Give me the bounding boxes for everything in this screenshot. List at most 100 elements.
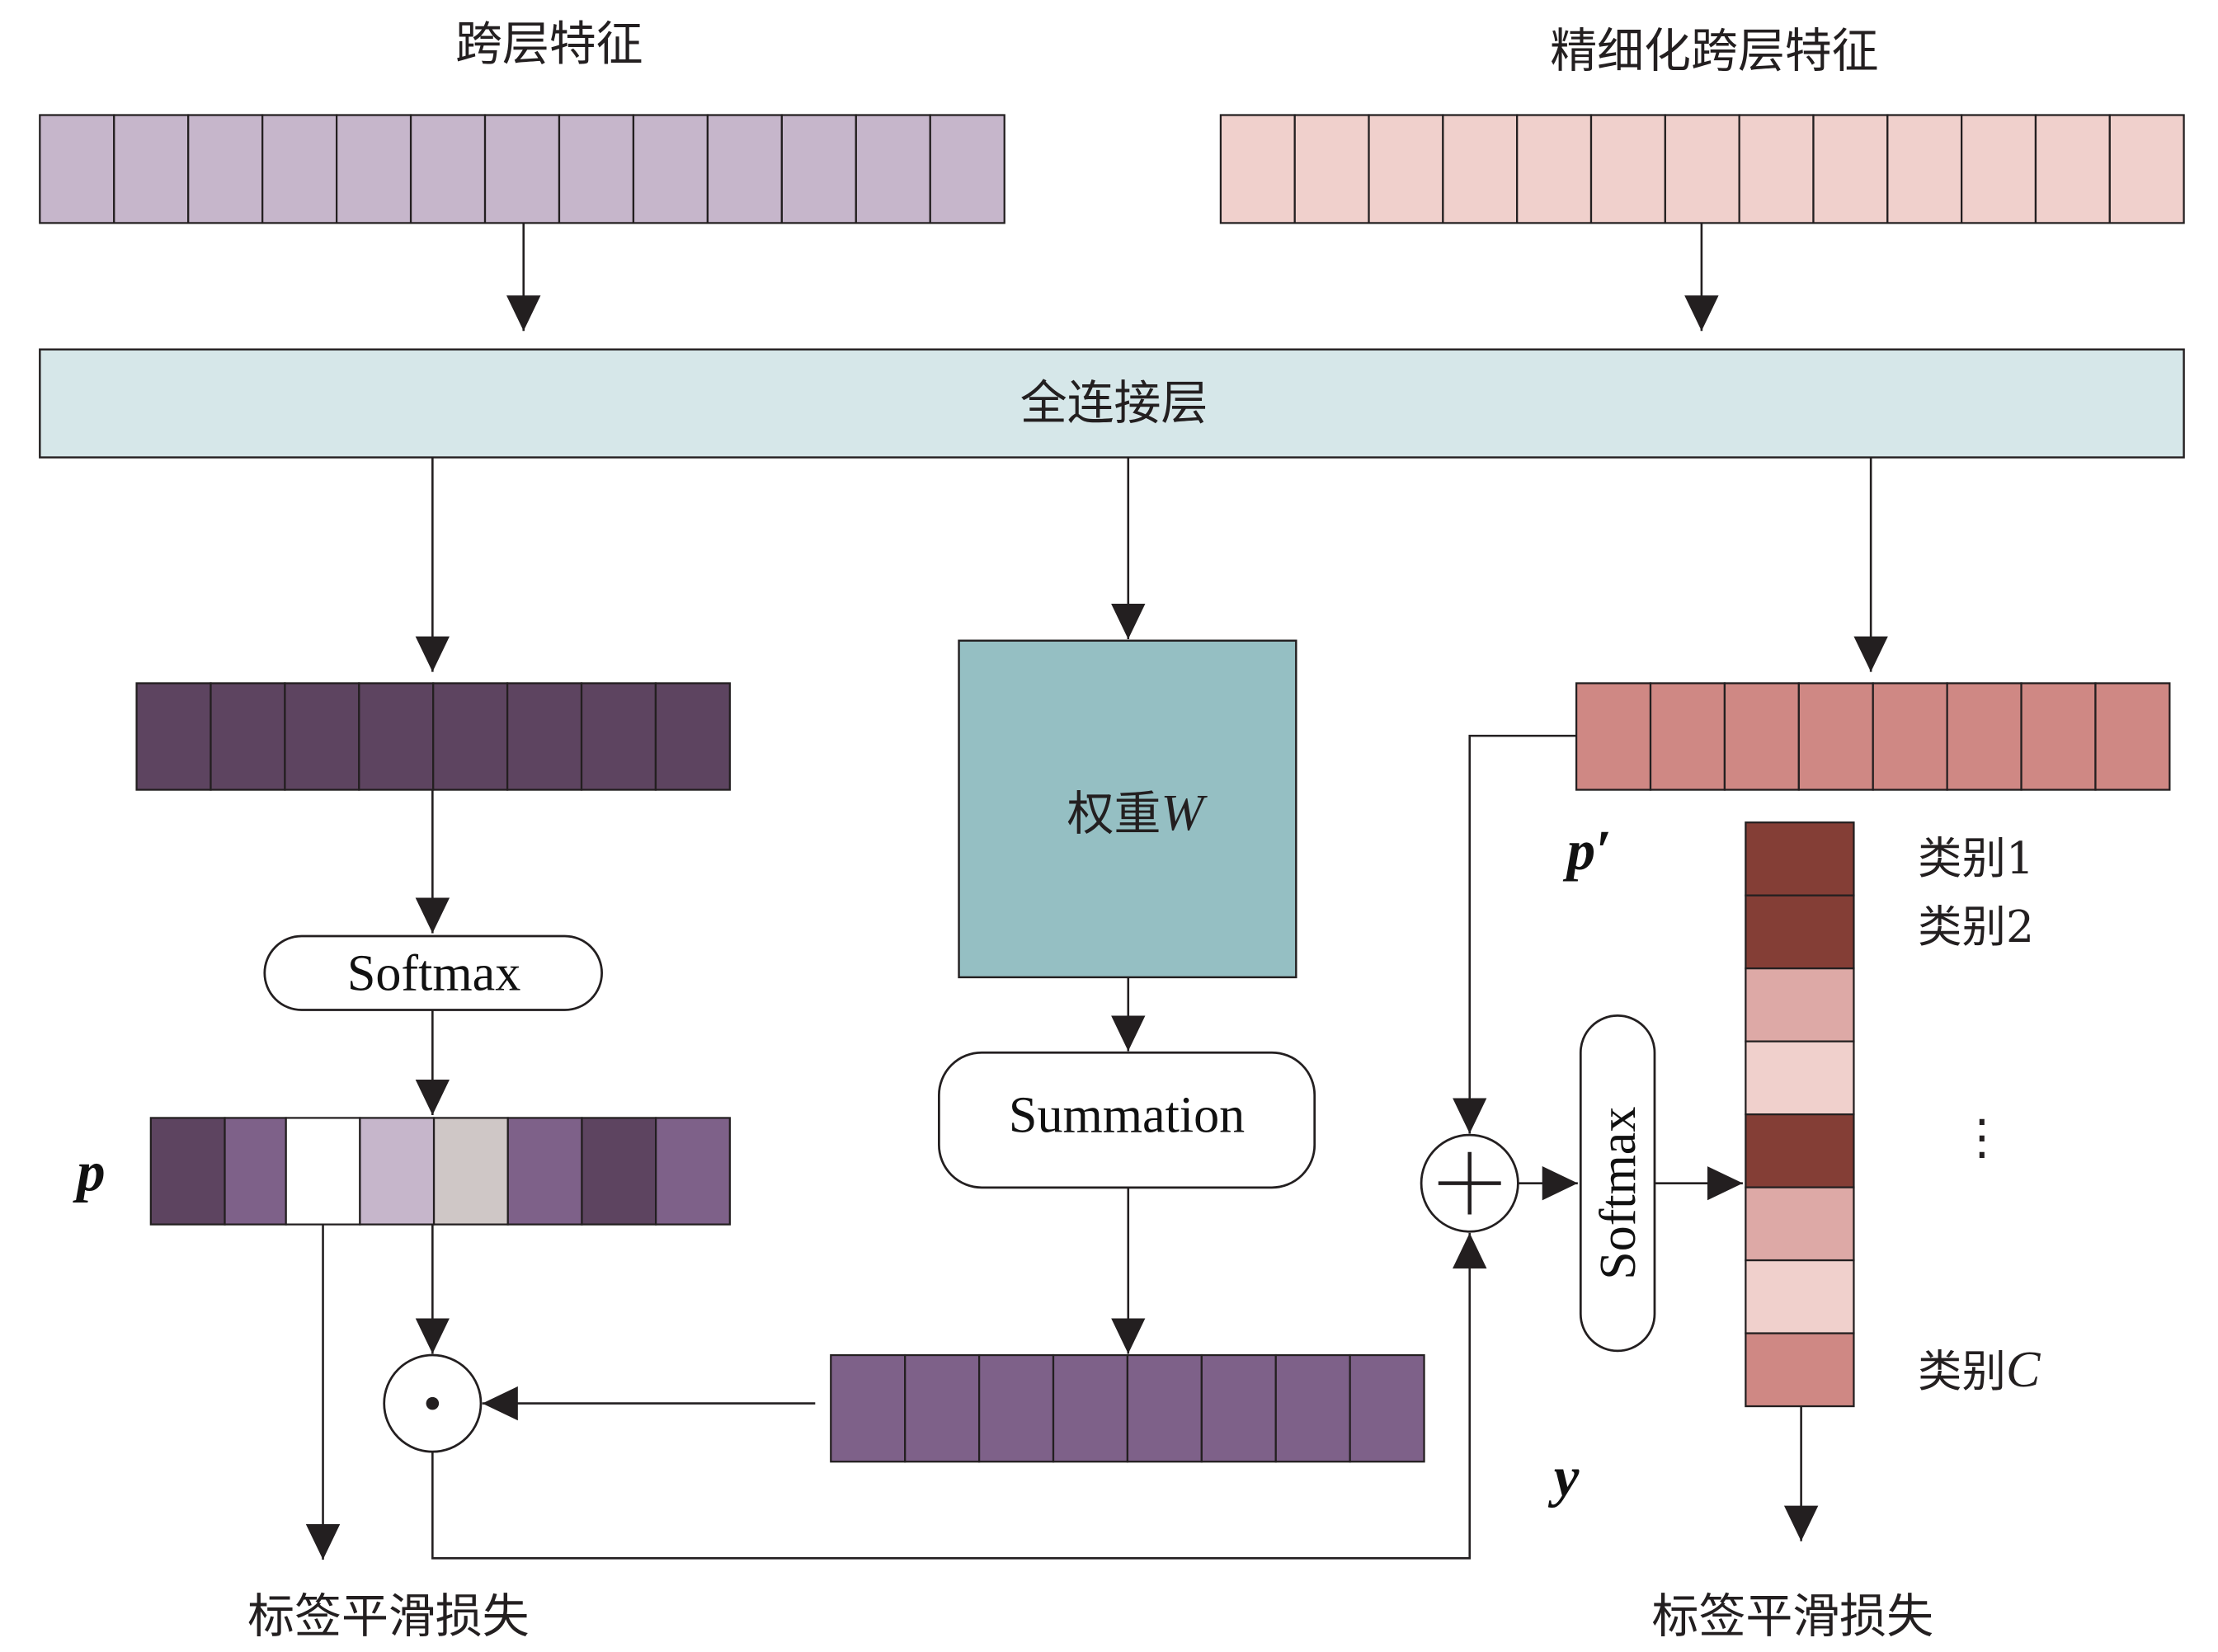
product-dot	[426, 1396, 440, 1410]
p-prime-vector-cell-6	[1946, 682, 2023, 791]
refined-cross-layer-feature-cell-6	[1589, 114, 1666, 224]
softmax-right-label: Softmax	[1590, 1107, 1646, 1280]
y-vector-cell-3	[1745, 967, 1855, 1043]
arrow-product-to-sum	[431, 1232, 1487, 1560]
summation-node: Summation	[938, 1051, 1316, 1189]
class-2-label: 类别2	[1918, 901, 2034, 953]
cross-layer-feature-cell-5	[335, 114, 412, 224]
cross-layer-feature-cell-4	[261, 114, 338, 224]
p-prime-vector-cell-7	[2020, 682, 2097, 791]
refined-cross-layer-feature-cell-8	[1738, 114, 1815, 224]
right-loss-label: 标签平滑损失	[1652, 1589, 1933, 1644]
p-vector-cell-2	[224, 1117, 287, 1226]
refined-cross-layer-feature-cell-10	[1886, 114, 1963, 224]
class-c-prefix: 类别	[1918, 1345, 2006, 1397]
cross-layer-feature-bar	[39, 114, 1005, 224]
p-prime-vector-cell-3	[1723, 682, 1800, 791]
refined-cross-layer-feature-cell-7	[1664, 114, 1740, 224]
refined-cross-layer-feature-cell-4	[1442, 114, 1519, 224]
y-vector-cell-2	[1745, 894, 1855, 970]
left-fc-output-cell-8	[654, 682, 731, 791]
cross-layer-feature-cell-12	[855, 114, 931, 224]
p-prime-vector-cell-1	[1575, 682, 1652, 791]
refined-cross-layer-feature-bar	[1219, 114, 2185, 224]
left-fc-output-cell-5	[432, 682, 509, 791]
cross-layer-feature-cell-1	[39, 114, 115, 224]
left-fc-output-cell-1	[135, 682, 212, 791]
cross-layer-feature-cell-7	[483, 114, 561, 224]
fc-layer: 全连接层	[39, 348, 2185, 459]
summation-output-cell-3	[977, 1353, 1055, 1463]
cross-layer-feature-cell-10	[706, 114, 783, 224]
elementwise-sum-icon	[1420, 1133, 1519, 1233]
left-fc-output-bar	[135, 682, 731, 791]
refined-cross-layer-feature-cell-12	[2034, 114, 2111, 224]
p-vector-cell-1	[149, 1117, 226, 1226]
p-prime-vector-bar	[1575, 682, 2171, 791]
refined-cross-layer-feature-cell-9	[1812, 114, 1889, 224]
p-vector-cell-4	[359, 1117, 436, 1226]
summation-output-cell-8	[1349, 1353, 1425, 1463]
softmax-right-node: Softmax	[1579, 1014, 1656, 1353]
p-prime-vector-cell-2	[1649, 682, 1726, 791]
summation-output-cell-1	[830, 1353, 907, 1463]
cross-layer-feature-cell-2	[113, 114, 190, 224]
y-vector-cell-8	[1745, 1332, 1855, 1408]
class-c-symbol: C	[2006, 1342, 2041, 1398]
p-prime-vector-cell-8	[2094, 682, 2171, 791]
summation-output-cell-7	[1274, 1353, 1351, 1463]
summation-label: Summation	[1009, 1088, 1245, 1144]
summation-output-bar	[830, 1353, 1425, 1463]
y-vector-cell-1	[1745, 821, 1855, 897]
p-vector-cell-3	[285, 1117, 361, 1226]
left-fc-output-cell-3	[284, 682, 360, 791]
refined-cross-layer-feature-cell-11	[1961, 114, 2037, 224]
summation-box	[938, 1051, 1316, 1189]
p-vector-cell-5	[432, 1117, 509, 1226]
cross-layer-feature-title: 跨层特征	[455, 16, 643, 71]
left-fc-output-cell-6	[506, 682, 583, 791]
fc-layer-label: 全连接层	[1020, 376, 1208, 431]
y-vector-cell-7	[1745, 1259, 1855, 1334]
y-vector-bar	[1745, 821, 1855, 1408]
cross-layer-feature-cell-13	[929, 114, 1005, 224]
softmax-left-node: Softmax	[263, 934, 603, 1011]
cross-layer-feature-cell-11	[780, 114, 857, 224]
left-fc-output-cell-7	[580, 682, 657, 791]
summation-output-cell-6	[1200, 1353, 1277, 1463]
refined-cross-layer-feature-title: 精细化跨层特征	[1550, 24, 1878, 78]
summation-output-cell-4	[1052, 1353, 1129, 1463]
arrow-p-prime-to-sum	[1453, 734, 1577, 1134]
elementwise-product-icon	[383, 1353, 483, 1453]
left-fc-output-cell-2	[210, 682, 286, 791]
p-prime-vector-cell-4	[1797, 682, 1874, 791]
p-label: p	[73, 1140, 105, 1203]
cross-layer-feature-cell-3	[187, 114, 264, 224]
weight-label-text: 权重	[1067, 787, 1161, 841]
y-vector-cell-6	[1745, 1186, 1855, 1262]
cross-layer-feature-cell-6	[409, 114, 487, 224]
cross-layer-feature-cell-9	[632, 114, 709, 224]
fc-layer-box	[39, 348, 2185, 459]
p-prime-label: p′	[1563, 819, 1612, 882]
refined-cross-layer-feature-cell-5	[1516, 114, 1593, 224]
y-vector-cell-4	[1745, 1040, 1855, 1116]
p-vector-cell-8	[655, 1117, 731, 1226]
left-fc-output-cell-4	[358, 682, 435, 791]
summation-output-cell-5	[1126, 1353, 1203, 1463]
weight-label: 权重W	[1067, 785, 1208, 841]
refined-cross-layer-feature-cell-3	[1368, 114, 1444, 224]
weight-symbol: W	[1161, 785, 1208, 841]
vertical-ellipsis: ⋮	[1957, 1109, 2006, 1165]
p-prime-vector-cell-5	[1872, 682, 1948, 791]
weight-box	[958, 639, 1297, 979]
cross-layer-feature-cell-8	[558, 114, 635, 224]
left-loss-label: 标签平滑损失	[247, 1589, 529, 1644]
refined-cross-layer-feature-cell-2	[1293, 114, 1370, 224]
p-vector-cell-7	[581, 1117, 657, 1226]
class-1-label: 类别1	[1918, 832, 2034, 884]
p-vector-bar	[149, 1117, 731, 1226]
softmax-left-label: Softmax	[347, 945, 520, 1001]
weight-node: 权重W	[958, 639, 1297, 979]
